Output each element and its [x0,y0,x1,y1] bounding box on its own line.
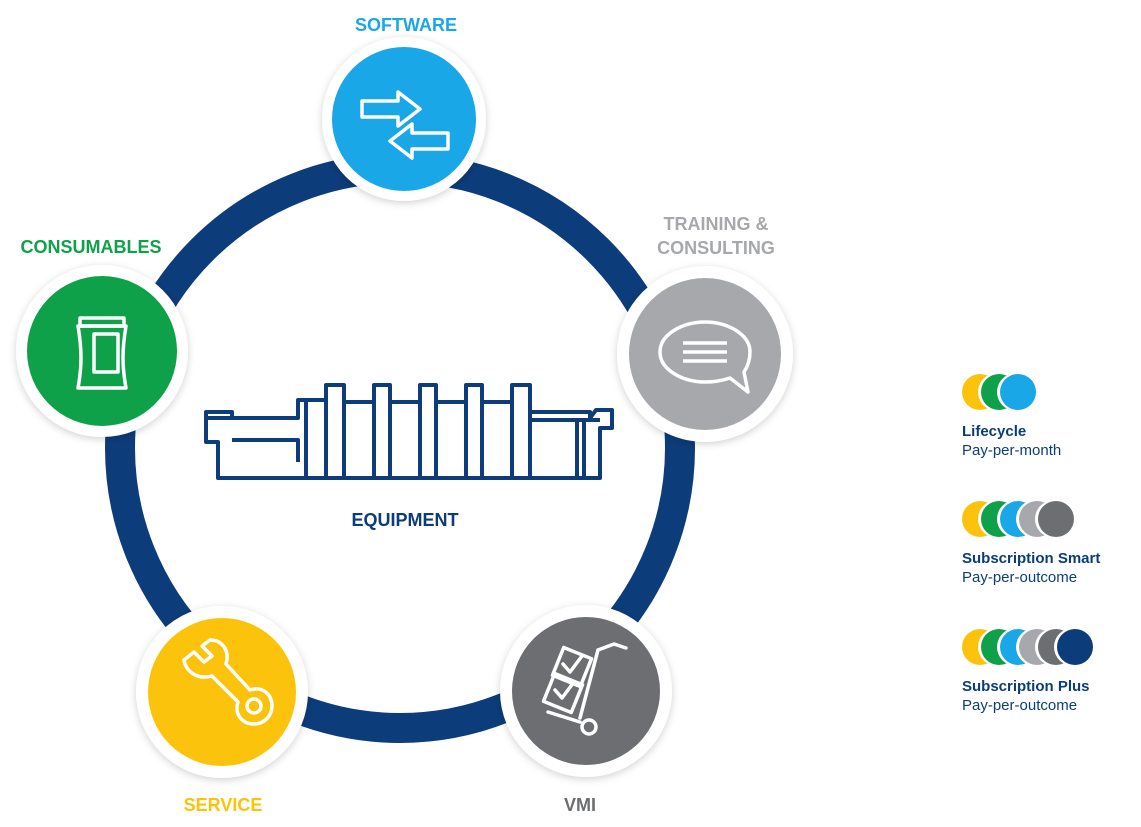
printing-press-icon [204,383,614,480]
training-label-line1: TRAINING & [664,214,769,234]
training-consulting-node [617,266,793,442]
legend-title: Subscription Plus [962,678,1090,695]
subscription-smart-dots [962,501,1100,537]
lifecycle-dots [962,374,1061,410]
service-label: SERVICE [184,795,263,815]
legend-dot [1038,501,1074,537]
legend-subscription-smart: Subscription Smart Pay-per-outcome [962,501,1100,587]
legend-dot [1000,374,1036,410]
legend-title: Lifecycle [962,423,1027,440]
legend-dot [1057,629,1093,665]
legend-subscription-plus: Subscription Plus Pay-per-outcome [962,629,1093,715]
legend-subtitle: Pay-per-outcome [962,569,1078,586]
exchange-arrows-icon [360,90,450,160]
subscription-plus-dots [962,629,1093,665]
hand-truck-checklist-icon [541,642,628,736]
consumables-label: CONSUMABLES [20,237,161,257]
wrench-icon [182,638,274,726]
software-node [322,37,486,201]
ink-can-icon [76,316,128,390]
legend-lifecycle: Lifecycle Pay-per-month [962,374,1061,460]
legend-title: Subscription Smart [962,550,1101,567]
equipment-label: EQUIPMENT [351,510,458,530]
legend-subtitle: Pay-per-month [962,442,1062,459]
consumables-node [16,265,188,437]
speech-bubble-icon [658,320,752,394]
service-node [136,606,308,778]
legend-subtitle: Pay-per-outcome [962,697,1078,714]
vmi-node [500,605,672,777]
vmi-label: VMI [564,795,596,815]
training-label-line2: CONSULTING [657,238,775,258]
software-label: SOFTWARE [355,15,457,35]
